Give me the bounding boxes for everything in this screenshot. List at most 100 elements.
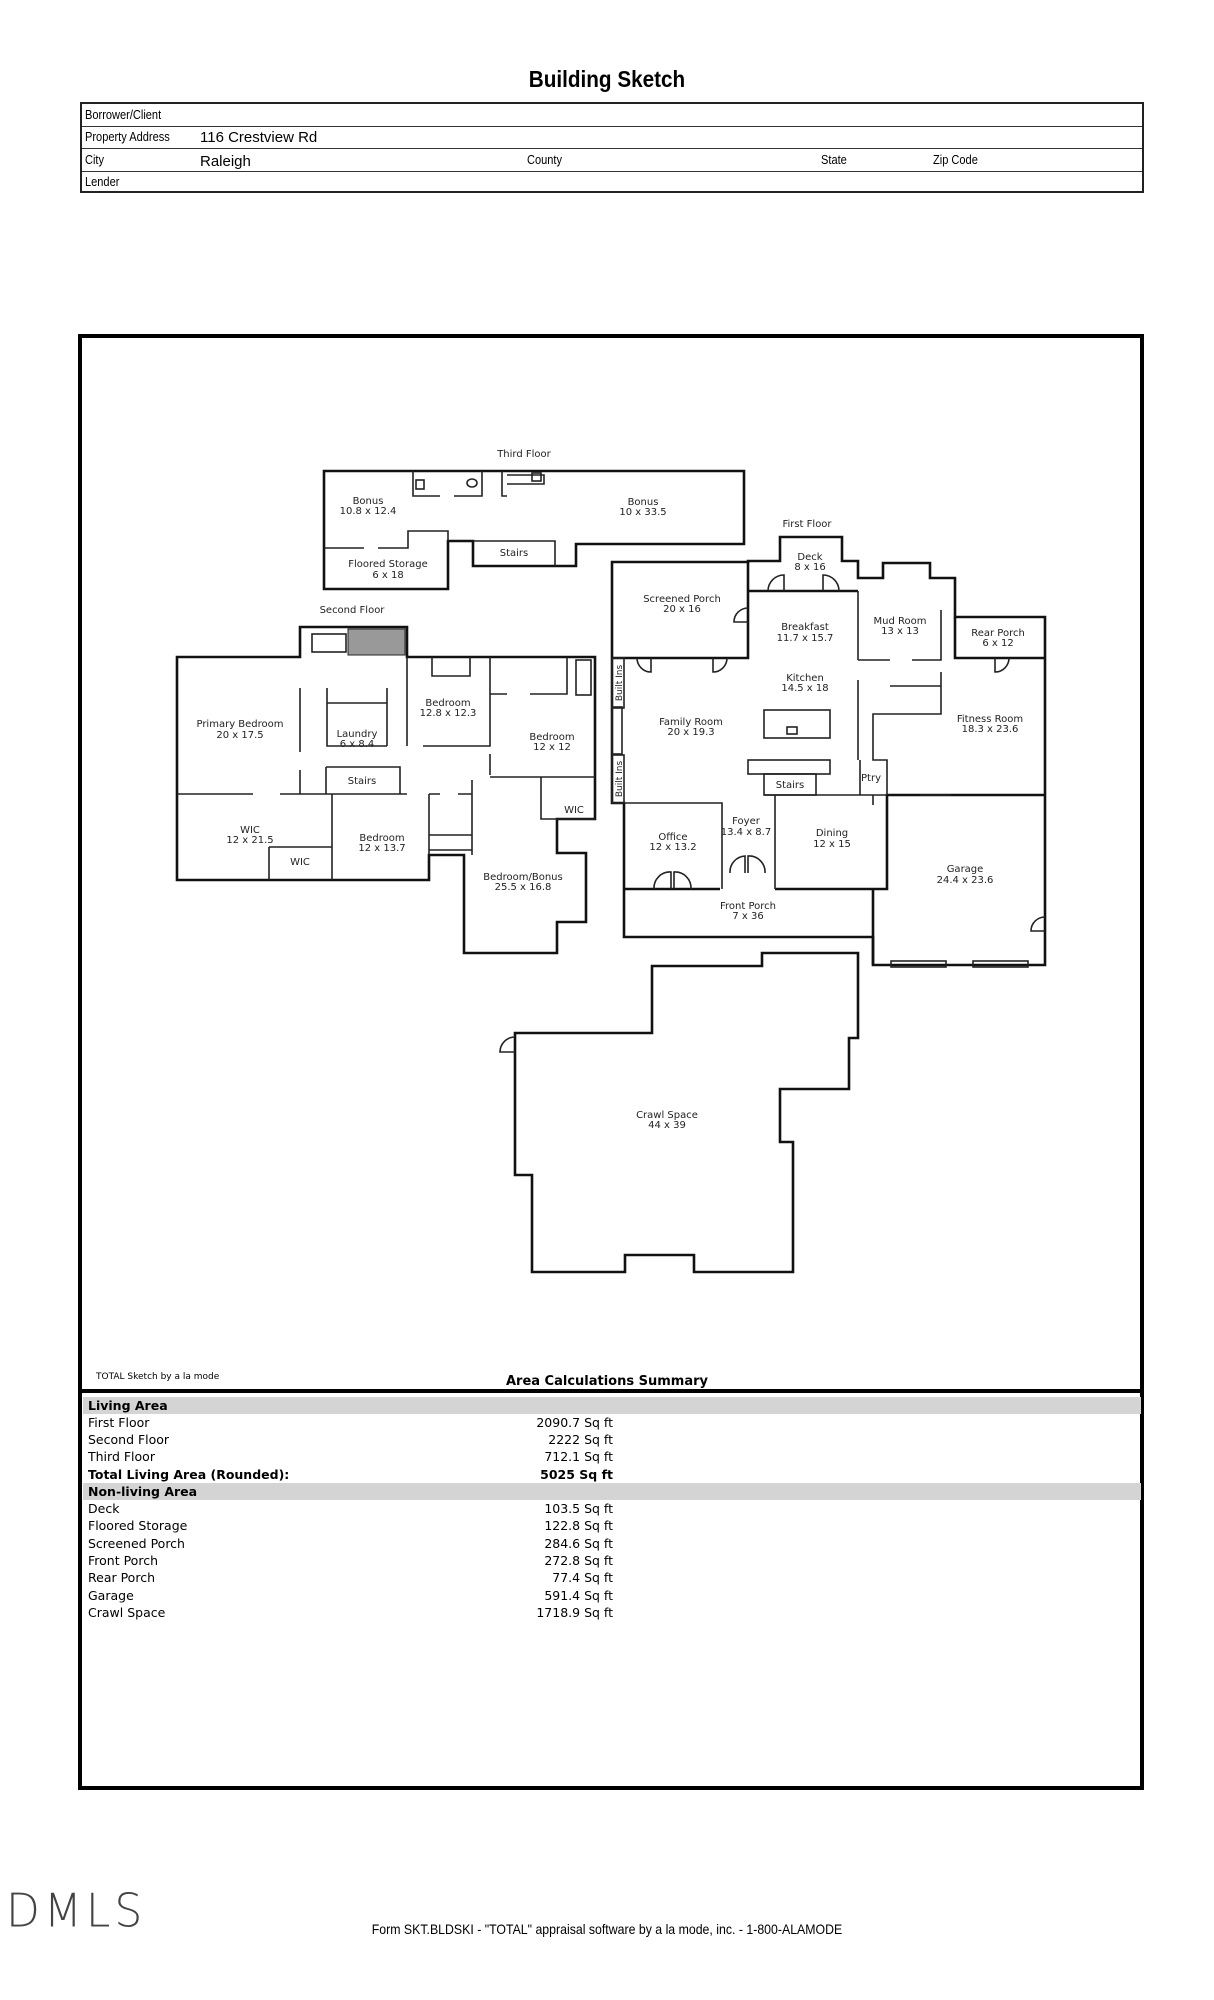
room-dims: 6 x 18 <box>372 570 403 581</box>
summary-title: Area Calculations Summary <box>505 1374 709 1389</box>
room-name: Stairs <box>348 776 377 787</box>
area-value: 591.4 Sq ft <box>544 1588 613 1603</box>
area-label: Deck <box>88 1501 120 1516</box>
sink-icon <box>415 479 425 490</box>
built-ins-label: Built Ins <box>615 665 625 702</box>
room-name: Stairs <box>500 548 529 559</box>
fireplace <box>611 706 623 755</box>
area-label: Crawl Space <box>88 1605 166 1620</box>
room-name: Bedroom <box>425 698 470 709</box>
room-dims: 20 x 17.5 <box>216 730 263 741</box>
room-dims: 10.8 x 12.4 <box>340 506 397 517</box>
sink-icon <box>786 726 798 735</box>
shower-icon <box>347 628 406 656</box>
room-name: Bonus <box>353 496 384 507</box>
room-name: Bonus <box>628 497 659 508</box>
third-floor-walls <box>324 471 556 566</box>
room-name: Floored Storage <box>348 559 427 570</box>
room-name: Dining <box>816 828 848 839</box>
bathtub-icon <box>311 633 347 653</box>
county-label: County <box>527 152 563 167</box>
room-name: Primary Bedroom <box>196 719 283 730</box>
area-value: 712.1 Sq ft <box>544 1449 613 1464</box>
total-row: Total Living Area (Rounded): 5025 Sq ft <box>88 1466 613 1483</box>
page-title: Building Sketch <box>528 66 686 92</box>
borrower-label: Borrower/Client <box>85 107 162 122</box>
room-name: Mud Room <box>874 616 927 627</box>
room-dims: 12 x 21.5 <box>226 835 273 846</box>
state-label: State <box>821 152 847 167</box>
zip-label: Zip Code <box>933 152 978 167</box>
room-dims: 12 x 13.2 <box>649 842 696 853</box>
room-name: Screened Porch <box>643 594 721 605</box>
area-label: Garage <box>88 1588 134 1603</box>
room-dims: 14.5 x 18 <box>781 683 828 694</box>
total-label: Total Living Area (Rounded): <box>88 1467 290 1482</box>
sink-icon <box>531 472 542 482</box>
room-name: WIC <box>290 857 310 868</box>
second-floor-label: Second Floor <box>320 605 386 616</box>
area-value: 103.5 Sq ft <box>544 1501 613 1516</box>
area-label: Floored Storage <box>88 1518 188 1533</box>
area-row: Deck 103.5 Sq ft <box>88 1500 613 1517</box>
living-area-header: Living Area <box>88 1398 168 1413</box>
room-name: Office <box>658 832 687 843</box>
room-dims: 18.3 x 23.6 <box>962 724 1019 735</box>
room-dims: 24.4 x 23.6 <box>937 875 994 886</box>
dmls-logo: DMLS <box>6 1884 147 1939</box>
city-row: City Raleigh County State Zip Code <box>82 149 1142 172</box>
room-dims: 44 x 39 <box>648 1120 686 1131</box>
address-row: Property Address 116 Crestview Rd <box>82 126 1142 149</box>
area-label: Rear Porch <box>88 1570 155 1585</box>
room-dims: 12 x 13.7 <box>358 843 405 854</box>
room-dims: 6 x 8.4 <box>340 739 375 750</box>
room-name: Front Porch <box>720 901 776 912</box>
summary-divider <box>80 1389 1142 1393</box>
kitchen-island <box>763 709 831 739</box>
form-footer: Form SKT.BLDSKI - "TOTAL" appraisal soft… <box>371 1921 843 1937</box>
third-floor-outline <box>322 469 746 591</box>
stairs-box <box>763 773 817 796</box>
sketch-frame <box>78 334 1144 1790</box>
room-name: Breakfast <box>781 622 829 633</box>
room-dims: 10 x 33.5 <box>619 507 666 518</box>
room-name: Fitness Room <box>957 714 1023 725</box>
room-name: WIC <box>240 825 260 836</box>
address-value: 116 Crestview Rd <box>200 129 318 146</box>
area-value: 122.8 Sq ft <box>544 1518 613 1533</box>
third-floor-label: Third Floor <box>496 449 551 460</box>
address-label: Property Address <box>85 129 170 144</box>
room-dims: 7 x 36 <box>732 911 763 922</box>
sketch-credit: TOTAL Sketch by a la mode <box>96 1372 220 1382</box>
nonliving-area-band <box>83 1483 1141 1500</box>
area-row: Garage 591.4 Sq ft <box>88 1587 613 1604</box>
room-name: WIC <box>564 805 584 816</box>
lender-row: Lender <box>82 171 1142 193</box>
lender-label: Lender <box>85 174 120 189</box>
room-name: Bedroom <box>359 833 404 844</box>
first-floor-label: First Floor <box>782 519 832 530</box>
room-dims: 20 x 19.3 <box>667 727 714 738</box>
area-label: Screened Porch <box>88 1536 185 1551</box>
room-dims: 20 x 16 <box>663 604 701 615</box>
crawl-space-outline <box>513 951 860 1274</box>
property-info-table: Borrower/Client Property Address 116 Cre… <box>80 102 1144 193</box>
room-name: Ptry <box>861 773 881 784</box>
room-dims: 13.4 x 8.7 <box>721 827 771 838</box>
room-name: Laundry <box>337 729 378 740</box>
stairs-counter <box>747 759 831 775</box>
living-area-band <box>83 1397 1141 1414</box>
toilet-icon <box>466 478 478 488</box>
area-value: 2222 Sq ft <box>548 1432 613 1447</box>
area-row: Floored Storage 122.8 Sq ft <box>88 1517 613 1534</box>
room-name: Bedroom/Bonus <box>483 872 562 883</box>
second-floor: Second Floor Primary Bedroom 20 x 17.5 L… <box>175 605 597 955</box>
area-label: First Floor <box>88 1415 150 1430</box>
total-value: 5025 Sq ft <box>540 1467 613 1482</box>
door-swings <box>636 574 1046 932</box>
third-floor: Third Floor Bonus 10.8 x 12.4 Bonus 10 x… <box>322 449 746 591</box>
